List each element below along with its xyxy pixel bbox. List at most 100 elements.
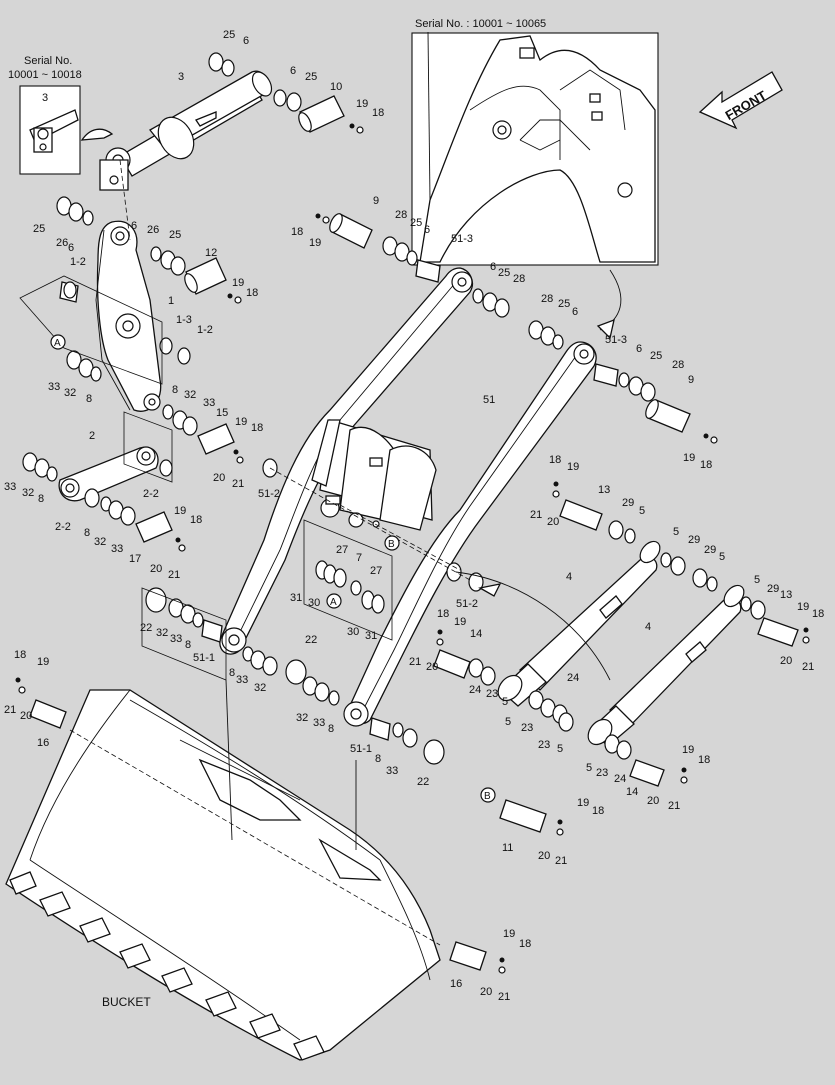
part-callout: 32 (156, 627, 168, 639)
bucket-label: BUCKET (102, 995, 151, 1009)
part-callout: 23 (596, 767, 608, 779)
part-callout: 11 (502, 842, 513, 854)
part-callout: 32 (296, 712, 308, 724)
part-callout: 28 (513, 273, 525, 285)
part-callout: 18 (14, 649, 26, 661)
pin-13-right (757, 617, 799, 647)
part-callout: 32 (94, 536, 106, 548)
part-callout: 5 (673, 526, 679, 538)
bucket-link (58, 446, 159, 502)
part-callout: 21 (409, 656, 421, 668)
part-callout: 4 (566, 571, 572, 583)
part-callout: 5 (502, 696, 508, 708)
part-callout: 28 (541, 293, 553, 305)
part-callout: 23 (538, 739, 550, 751)
part-callout: 19 (683, 452, 695, 464)
part-callout: 33 (48, 381, 60, 393)
part-callout: 19 (309, 237, 321, 249)
part-callout: 18 (437, 608, 449, 620)
part-callout: 8 (328, 723, 334, 735)
part-callout: 8 (375, 753, 381, 765)
part-callout: 24 (567, 672, 579, 684)
part-callout: 51-3 (451, 233, 473, 245)
part-callout: 29 (704, 544, 716, 556)
part-callout: 8 (172, 384, 178, 396)
part-callout: 19 (356, 98, 368, 110)
marker-a-1: A (50, 334, 66, 350)
part-callout: 21 (802, 661, 814, 673)
part-callout: 21 (530, 509, 542, 521)
part-callout: 18 (251, 422, 263, 434)
marker-a-1-label: A (54, 338, 61, 349)
part-callout: 25 (558, 298, 570, 310)
part-callout: 51-1 (193, 652, 215, 664)
boom-cross-tube (311, 419, 437, 531)
part-callout: 3 (178, 71, 184, 83)
part-callout: 17 (129, 553, 141, 565)
part-callout: 32 (254, 682, 266, 694)
part-callout: 51-2 (258, 488, 280, 500)
part-callout: 1 (168, 295, 174, 307)
part-callout: 6 (636, 343, 642, 355)
part-callout: 25 (223, 29, 235, 41)
front-arrow-icon (698, 71, 783, 130)
part-callout: 22 (305, 634, 317, 646)
part-callout: 18 (246, 287, 258, 299)
pin-16-lower (449, 941, 487, 971)
part-callout: 30 (347, 626, 359, 638)
part-callout: 25 (410, 217, 422, 229)
part-callout: 9 (373, 195, 379, 207)
marker-b-1-label: B (388, 539, 395, 550)
part-callout: 5 (754, 574, 760, 586)
part-callout: 21 (232, 478, 244, 490)
part-callout: 18 (372, 107, 384, 119)
part-callout: 30 (308, 597, 320, 609)
pin-14-right (629, 759, 665, 787)
part-callout: 1-2 (197, 324, 213, 336)
pin-10 (298, 95, 345, 133)
serial-detail-box-small (19, 85, 81, 175)
pin-11 (499, 799, 547, 833)
pin-15 (197, 423, 235, 455)
part-callout: 33 (4, 481, 16, 493)
part-callout: 18 (700, 459, 712, 471)
part-callout: 6 (131, 220, 137, 232)
part-callout: 25 (33, 223, 45, 235)
part-callout: 6 (424, 224, 430, 236)
part-callout: 16 (450, 978, 462, 990)
part-callout: 20 (426, 661, 438, 673)
part-callout: 5 (719, 551, 725, 563)
marker-b-2-label: B (484, 791, 491, 802)
part-callout: 27 (370, 565, 382, 577)
part-callout: 19 (577, 797, 589, 809)
part-callout: 25 (650, 350, 662, 362)
part-callout: 2-2 (143, 488, 159, 500)
part-callout: 18 (812, 608, 824, 620)
bellcrank (95, 220, 162, 412)
part-callout: 32 (64, 387, 76, 399)
part-callout: 25 (169, 229, 181, 241)
part-callout: 29 (688, 534, 700, 546)
part-callout: 14 (626, 786, 638, 798)
part-callout: 13 (598, 484, 610, 496)
marker-b-2: B (480, 787, 496, 803)
part-callout: 31 (365, 630, 377, 642)
part-callout: 26 (147, 224, 159, 236)
bucket (5, 689, 441, 1061)
serial-small-line1: Serial No. (24, 55, 72, 67)
part-callout: 19 (682, 744, 694, 756)
part-callout: 33 (236, 674, 248, 686)
pin-9-upper (329, 213, 373, 249)
part-callout: 6 (490, 261, 496, 273)
part-callout: 19 (567, 461, 579, 473)
part-callout: 26 (56, 237, 68, 249)
part-callout: 33 (203, 397, 215, 409)
serial-large-caption: Serial No. : 10001 ~ 10065 (415, 18, 546, 30)
part-callout: 33 (170, 633, 182, 645)
part-callout: 19 (232, 277, 244, 289)
part-callout: 5 (557, 743, 563, 755)
tilt-cylinder (99, 70, 273, 191)
bolts-and-washers (15, 123, 810, 974)
